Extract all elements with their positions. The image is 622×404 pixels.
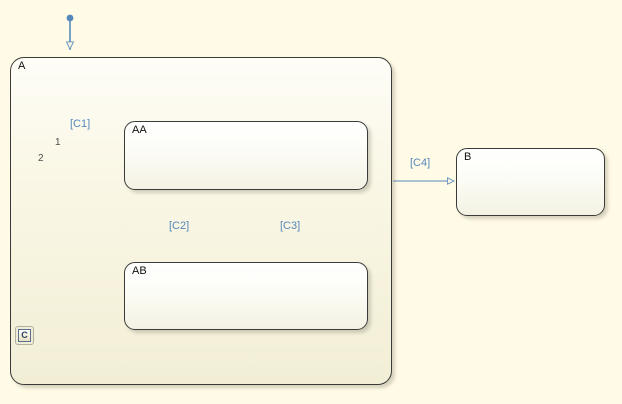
state-label-AA: AA bbox=[132, 124, 147, 136]
state-A[interactable]: A bbox=[10, 57, 392, 385]
junction-order-1: 1 bbox=[55, 137, 61, 148]
chart-badge-glyph: C bbox=[18, 329, 31, 342]
state-AB[interactable]: AB bbox=[124, 262, 368, 330]
state-label-A: A bbox=[18, 60, 26, 72]
condition-label-c4[interactable]: [C4] bbox=[410, 157, 431, 169]
state-AA[interactable]: AA bbox=[124, 121, 368, 190]
condition-label-c3[interactable]: [C3] bbox=[280, 220, 301, 232]
junction-order-2: 2 bbox=[38, 153, 44, 164]
state-label-B: B bbox=[464, 151, 472, 163]
state-B[interactable]: B bbox=[456, 148, 605, 216]
state-label-AB: AB bbox=[132, 265, 147, 277]
default-transition-A[interactable] bbox=[67, 14, 74, 50]
chart-badge-icon[interactable]: C bbox=[15, 326, 34, 345]
condition-label-c2[interactable]: [C2] bbox=[169, 220, 190, 232]
condition-label-c1[interactable]: [C1] bbox=[70, 118, 91, 130]
